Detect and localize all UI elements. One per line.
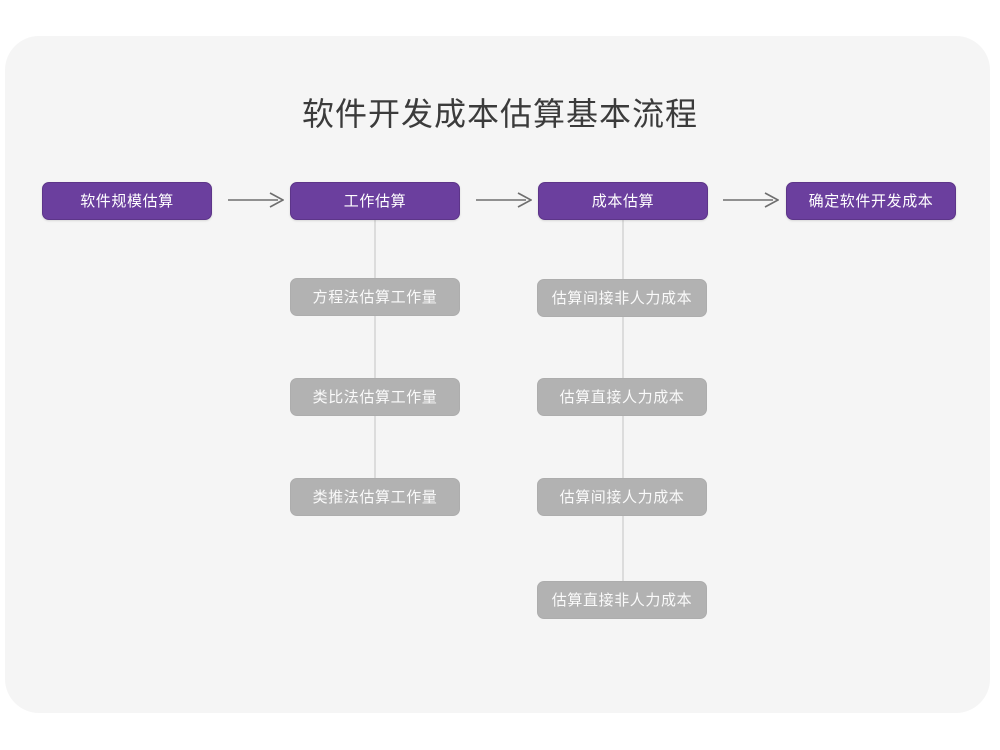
flow-node-label: 软件规模估算 [80, 192, 174, 210]
flow-node-label: 成本估算 [591, 192, 655, 210]
flow-node-label: 估算直接人力成本 [559, 388, 685, 406]
connector-sub33-to-sub34 [622, 516, 624, 581]
flow-node-sub-2-2[interactable]: 类比法估算工作量 [290, 378, 460, 416]
flow-node-sub-2-3[interactable]: 类推法估算工作量 [290, 478, 460, 516]
arrow-right-icon-step1-step2 [228, 192, 284, 208]
flow-node-sub-2-1[interactable]: 方程法估算工作量 [290, 278, 460, 316]
connector-step3-to-sub31 [622, 219, 624, 280]
connector-step2-to-sub21 [374, 219, 376, 279]
flow-node-sub-3-1[interactable]: 估算间接非人力成本 [537, 279, 707, 317]
flow-node-sub-3-2[interactable]: 估算直接人力成本 [537, 378, 707, 416]
flow-node-sub-3-3[interactable]: 估算间接人力成本 [537, 478, 707, 516]
diagram-card-background [5, 36, 990, 713]
flow-node-label: 估算间接非人力成本 [551, 289, 693, 307]
arrow-right-icon-step3-step4 [723, 192, 779, 208]
flow-node-label: 类比法估算工作量 [312, 388, 438, 406]
flow-node-label: 工作估算 [343, 192, 407, 210]
arrow-right-icon-step2-step3 [476, 192, 532, 208]
flow-node-step-1[interactable]: 软件规模估算 [42, 182, 212, 220]
connector-sub22-to-sub23 [374, 416, 376, 479]
page-title: 软件开发成本估算基本流程 [301, 96, 698, 132]
flow-node-step-4[interactable]: 确定软件开发成本 [786, 182, 956, 220]
flow-node-label: 方程法估算工作量 [312, 288, 438, 306]
flow-node-label: 类推法估算工作量 [312, 488, 438, 506]
connector-sub32-to-sub33 [622, 416, 624, 479]
flow-node-step-2[interactable]: 工作估算 [290, 182, 460, 220]
flow-node-label: 估算间接人力成本 [559, 488, 685, 506]
connector-sub21-to-sub22 [374, 316, 376, 379]
flow-node-label: 确定软件开发成本 [808, 192, 934, 210]
connector-sub31-to-sub32 [622, 317, 624, 379]
flow-node-label: 估算直接非人力成本 [551, 591, 693, 609]
flow-node-sub-3-4[interactable]: 估算直接非人力成本 [537, 581, 707, 619]
flow-node-step-3[interactable]: 成本估算 [538, 182, 708, 220]
